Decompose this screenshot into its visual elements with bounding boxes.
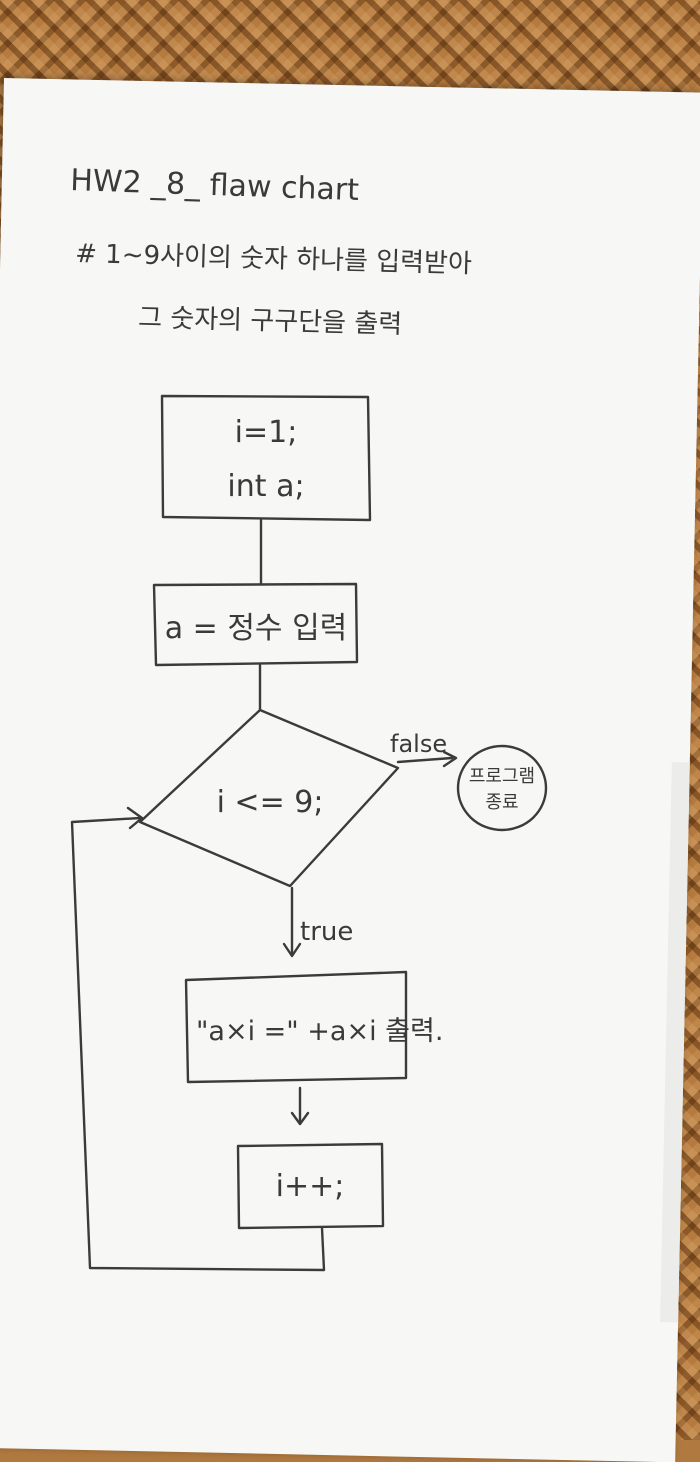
false-label: false <box>390 730 447 758</box>
condition-node: i <= 9; <box>138 708 400 888</box>
init-box <box>160 394 372 522</box>
increment-text: i++; <box>276 1169 345 1204</box>
false-arrowhead <box>442 750 458 768</box>
increment-node: i++; <box>236 1142 385 1230</box>
end-text-2: 종료 <box>485 792 518 813</box>
increment-arrowhead <box>290 1111 310 1126</box>
output-text: "a×i =" +a×i 출력. <box>196 1016 443 1047</box>
end-node: 프로그램 종료 <box>456 744 548 832</box>
loop-arrowhead <box>126 806 144 830</box>
end-circle <box>456 744 548 832</box>
condition-text: i <= 9; <box>217 785 324 820</box>
true-label: true <box>300 917 353 947</box>
end-text-1: 프로그램 <box>469 766 535 787</box>
init-node: i=1; int a; <box>160 394 372 522</box>
problem-line-2: 그 숫자의 구구단을 출력 <box>138 303 403 340</box>
input-text: a = 정수 입력 <box>165 611 348 646</box>
output-node: "a×i =" +a×i 출력. <box>184 970 443 1084</box>
problem-line-1: # 1~9사이의 숫자 하나를 입력받아 <box>75 239 472 279</box>
edge-false <box>396 756 454 764</box>
init-text-1: i=1; <box>235 415 298 450</box>
condition-diamond <box>138 708 400 888</box>
output-box <box>184 970 408 1084</box>
page-title: HW2 _8_ flaw chart <box>70 163 360 208</box>
edge-loop-back <box>70 816 326 1272</box>
input-node: a = 정수 입력 <box>152 582 359 667</box>
increment-box <box>236 1142 385 1230</box>
true-arrowhead <box>282 942 302 958</box>
input-box <box>152 582 359 667</box>
init-text-2: int a; <box>227 469 304 504</box>
